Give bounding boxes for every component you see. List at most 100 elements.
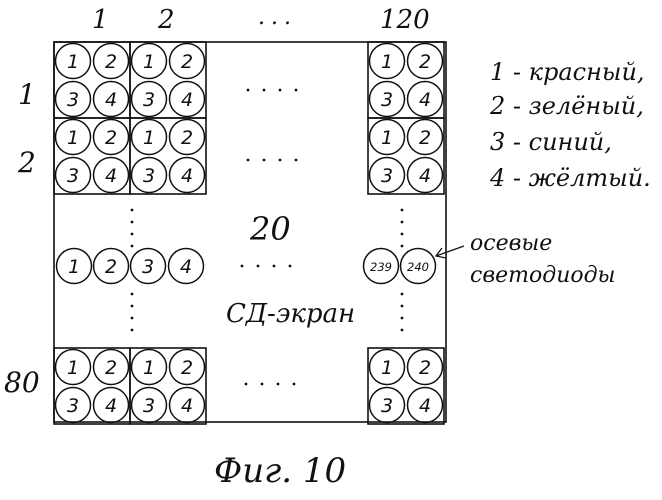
ellipsis-dot — [131, 305, 134, 308]
ellipsis-dot — [131, 245, 134, 248]
led-number: 2 — [105, 51, 117, 73]
led-number: 2 — [181, 357, 193, 379]
axial-label-line2: светодиоды — [470, 263, 615, 288]
ellipsis-dot — [295, 89, 298, 92]
led-number: 2 — [419, 357, 431, 379]
led-number: 3 — [143, 165, 155, 187]
led-number: 4 — [419, 89, 431, 111]
module-frame — [368, 348, 444, 424]
led-number: 4 — [105, 89, 117, 111]
column-label-1: 1 — [92, 5, 109, 35]
ellipsis-dot — [401, 305, 404, 308]
led-module-r2c1: 1 2 3 4 — [54, 118, 130, 194]
led-number: 1 — [67, 127, 79, 149]
led-number: 1 — [67, 357, 79, 379]
led-module-r2c120: 1 2 3 4 — [368, 118, 444, 194]
led-number: 1 — [381, 51, 393, 73]
module-frame — [130, 42, 206, 118]
axial-label-line1: осевые — [470, 231, 552, 256]
column-label-120: 120 — [380, 5, 430, 35]
ellipsis-dot — [247, 89, 250, 92]
led-number: 1 — [381, 357, 393, 379]
led-number: 3 — [143, 395, 155, 417]
ellipsis-dot — [401, 317, 404, 320]
led-number: 2 — [181, 127, 193, 149]
row-label-80: 80 — [4, 366, 40, 399]
ellipsis-dot — [273, 265, 276, 268]
led-number: 1 — [143, 357, 155, 379]
led-number: 3 — [381, 89, 393, 111]
led-number: 1 — [67, 51, 79, 73]
ellipsis-dot — [401, 233, 404, 236]
module-frame — [54, 42, 130, 118]
ellipsis-dot — [289, 265, 292, 268]
ellipsis-dot — [401, 209, 404, 212]
led-number: 2 — [105, 357, 117, 379]
led-number: 2 — [181, 51, 193, 73]
legend-item-green: 2 - зелёный, — [489, 92, 644, 120]
ellipsis-dot — [245, 383, 248, 386]
ellipsis-dot — [277, 383, 280, 386]
led-number: 4 — [419, 165, 431, 187]
led-number: 4 — [105, 395, 117, 417]
column-label-ellipsis: ... — [258, 5, 297, 30]
row-label-1: 1 — [18, 78, 36, 111]
led-number: 4 — [181, 89, 193, 111]
ellipsis-dot — [247, 159, 250, 162]
led-module-r1c2: 1234 — [130, 42, 206, 118]
led-number: 1 — [143, 127, 155, 149]
ellipsis-dot — [257, 265, 260, 268]
center-label-20: 20 — [249, 210, 291, 248]
ellipsis-dot — [131, 329, 134, 332]
ellipsis-dot — [401, 293, 404, 296]
axial-led-number: 3 — [142, 256, 154, 278]
figure-caption: Фиг. 10 — [214, 451, 346, 491]
led-number: 4 — [181, 165, 193, 187]
led-number: 4 — [181, 395, 193, 417]
led-number: 3 — [381, 165, 393, 187]
ellipsis-dot — [131, 317, 134, 320]
axial-row: 1 2 3 4 239 240 — [57, 249, 436, 284]
axial-led-number: 1 — [68, 256, 80, 278]
led-number: 3 — [143, 89, 155, 111]
led-number: 4 — [105, 165, 117, 187]
led-module-r80c2: 1 2 3 4 — [130, 348, 206, 424]
legend-item-red: 1 - красный, — [490, 58, 645, 86]
axial-led-number: 2 — [105, 256, 117, 278]
led-module-r1c120: 1 2 3 4 — [368, 42, 444, 118]
ellipsis-dot — [131, 209, 134, 212]
ellipsis-dot — [279, 89, 282, 92]
led-number: 2 — [419, 127, 431, 149]
module-frame — [368, 42, 444, 118]
led-number: 3 — [67, 89, 79, 111]
column-label-2: 2 — [157, 5, 175, 35]
led-number: 3 — [381, 395, 393, 417]
module-frame — [368, 118, 444, 194]
led-number: 2 — [419, 51, 431, 73]
ellipsis-dot — [401, 221, 404, 224]
led-number: 1 — [381, 127, 393, 149]
ellipsis-dot — [293, 383, 296, 386]
ellipsis-dot — [263, 89, 266, 92]
led-module-r80c1: 1234 — [54, 348, 130, 424]
led-number: 4 — [419, 395, 431, 417]
axial-led-number: 239 — [370, 260, 392, 274]
ellipsis-dot — [131, 221, 134, 224]
ellipsis-dot — [401, 329, 404, 332]
ellipsis-dot — [261, 383, 264, 386]
legend-item-yellow: 4 - жёлтый. — [489, 164, 651, 192]
ellipsis-dot — [279, 159, 282, 162]
legend-item-blue: 3 - синий, — [490, 128, 612, 156]
led-number: 3 — [67, 165, 79, 187]
led-module-r1c1: 1 2 3 4 — [54, 42, 130, 118]
ellipsis-dot — [131, 293, 134, 296]
led-modules: 1 2 3 4 1 2 3 4 1 2 3 4 1 2 3 4 1 2 3 4 1 2 3 4 1 2 3 4 1 2 3 4 1 2 3 4 — [54, 42, 444, 424]
led-module-r80c120: 1 2 3 4 — [368, 348, 444, 424]
module-frame — [54, 118, 130, 194]
screen-label: СД-экран — [226, 299, 355, 329]
axial-led-number: 4 — [180, 256, 192, 278]
led-number: 2 — [105, 127, 117, 149]
axial-led-number: 240 — [407, 260, 429, 274]
ellipsis-dot — [295, 159, 298, 162]
